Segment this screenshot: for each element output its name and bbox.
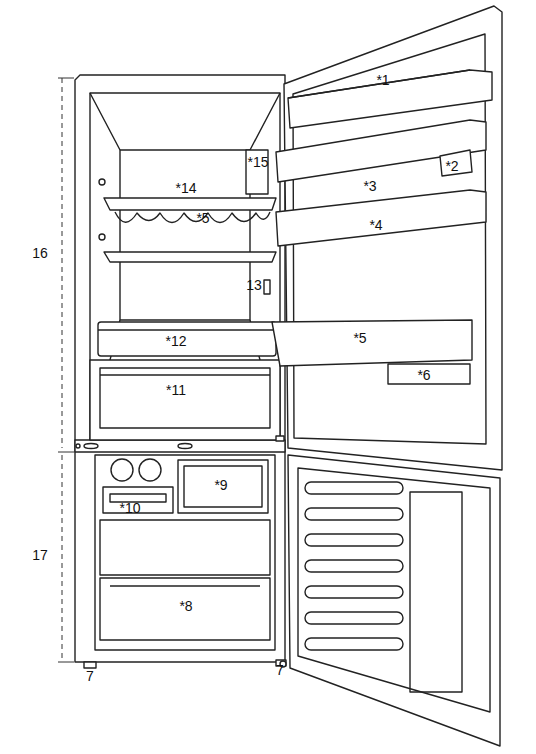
callout-number: *15: [247, 155, 268, 169]
callout-number: *2: [445, 159, 458, 173]
control-knob: [111, 459, 133, 481]
freezer-compartment: [178, 460, 268, 513]
callout-number: 17: [32, 548, 48, 562]
dimension-tick: [58, 662, 74, 663]
door-bin: [276, 120, 486, 182]
dimension-tick: [58, 452, 74, 453]
callout-number: *10: [119, 501, 140, 515]
callout-number: *14: [175, 181, 196, 195]
shelf-support: [99, 179, 105, 185]
callout-number: *4: [369, 218, 382, 232]
wine-rack: [115, 212, 270, 223]
door-slot: [305, 560, 403, 572]
divider-vent: [178, 444, 192, 449]
freezer-door-liner: [298, 468, 490, 712]
callout-number: *3: [363, 179, 376, 193]
divider-band: [75, 440, 285, 452]
callout-number: 16: [32, 246, 48, 260]
callout-number: *5: [196, 211, 209, 225]
door-slot: [305, 638, 403, 650]
callout-number: 7: [86, 669, 94, 683]
light-box: [246, 150, 268, 194]
door-slot: [305, 508, 403, 520]
divider-dot: [76, 444, 80, 448]
dimension-line: [62, 455, 63, 662]
door-slot: [305, 482, 403, 494]
callout-number: *5: [353, 331, 366, 345]
dimension-line: [62, 78, 63, 448]
dimension-tick: [58, 78, 74, 79]
callout-number: *9: [214, 478, 227, 492]
shelf-pin: [264, 280, 270, 294]
shelf-support: [99, 234, 105, 240]
foot: [84, 662, 96, 668]
small-bin: [388, 364, 470, 384]
perspective-lines: [90, 93, 280, 440]
glass-shelf: [104, 198, 276, 210]
vegetable-drawer: [90, 360, 280, 440]
fridge-opening: [90, 93, 280, 440]
control-knob: [139, 459, 161, 481]
door-slot: [305, 586, 403, 598]
crisper-cover-edge: [98, 329, 276, 330]
egg-holder: [440, 150, 472, 176]
back-wall: [120, 150, 250, 320]
callout-number: *6: [417, 368, 430, 382]
door-bin: [288, 70, 492, 128]
glass-shelf: [104, 252, 276, 262]
callout-number: *11: [166, 383, 186, 397]
divider-vent: [84, 444, 98, 449]
hinge: [276, 436, 284, 441]
callout-number: *8: [179, 599, 192, 613]
bottle-bin: [272, 320, 472, 366]
door-slot: [305, 534, 403, 546]
freezer-opening: [95, 455, 275, 650]
door-slot: [305, 612, 403, 624]
bin-lip: [288, 70, 470, 98]
callout-number: *1: [376, 73, 389, 87]
freezer-compartment-inner: [184, 466, 262, 507]
drawer-rim: [100, 374, 270, 375]
door-panel: [410, 492, 462, 692]
callout-number: *12: [165, 334, 186, 348]
freezer-drawer: [100, 578, 270, 640]
drawer-inner: [100, 368, 270, 428]
drawer-rim: [110, 585, 260, 586]
freezer-door: [288, 455, 500, 746]
cabinet-body: [75, 75, 285, 662]
callout-number: 7: [276, 663, 284, 677]
freezer-drawer: [100, 520, 270, 575]
callout-number: 13: [246, 278, 262, 292]
door-bin: [276, 190, 486, 246]
crisper-cover: [98, 322, 276, 356]
